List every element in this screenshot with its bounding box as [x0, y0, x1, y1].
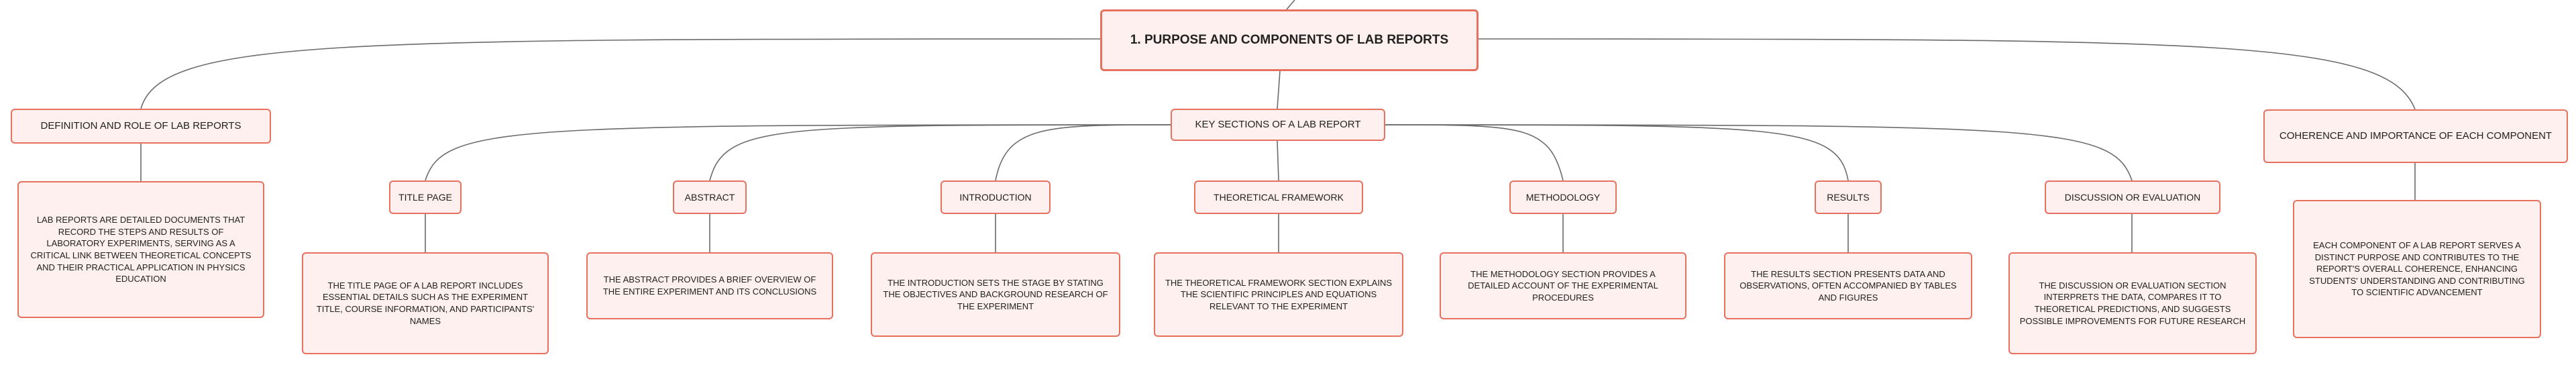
title-page-description-text: THE TITLE PAGE OF A LAB REPORT INCLUDES … — [316, 280, 535, 326]
discussion-evaluation-description-text: THE DISCUSSION OR EVALUATION SECTION INT… — [2019, 280, 2246, 326]
subtopic-abstract-label: ABSTRACT — [684, 191, 735, 203]
connector-incoming — [1286, 0, 1295, 10]
topic-definition-label: DEFINITION AND ROLE OF LAB REPORTS — [40, 119, 241, 132]
subtopic-introduction[interactable]: INTRODUCTION — [941, 180, 1051, 214]
subtopic-title-page[interactable]: TITLE PAGE — [389, 180, 462, 214]
connector-root-coherence — [1478, 38, 2416, 110]
subtopic-results-label: RESULTS — [1827, 191, 1870, 203]
methodology-description-text: THE METHODOLOGY SECTION PROVIDES A DETAI… — [1468, 268, 1658, 303]
title-page-description[interactable]: THE TITLE PAGE OF A LAB REPORT INCLUDES … — [302, 252, 549, 354]
coherence-description[interactable]: EACH COMPONENT OF A LAB REPORT SERVES A … — [2293, 200, 2541, 338]
topic-coherence[interactable]: COHERENCE AND IMPORTANCE OF EACH COMPONE… — [2263, 109, 2568, 163]
connector-key-methodology — [1385, 124, 1564, 181]
subtopic-abstract[interactable]: ABSTRACT — [673, 180, 747, 214]
topic-key-sections[interactable]: KEY SECTIONS OF A LAB REPORT — [1171, 109, 1385, 141]
abstract-description-text: THE ABSTRACT PROVIDES A BRIEF OVERVIEW O… — [602, 274, 817, 297]
root-topic[interactable]: 1. PURPOSE AND COMPONENTS OF LAB REPORTS — [1100, 9, 1479, 71]
abstract-description[interactable]: THE ABSTRACT PROVIDES A BRIEF OVERVIEW O… — [586, 252, 833, 319]
connector-key-title-page — [425, 124, 1171, 181]
connector-root-key-sections — [1277, 70, 1281, 109]
connector-key-theoretical — [1277, 140, 1279, 181]
connector-key-abstract — [709, 124, 1171, 181]
subtopic-discussion-evaluation-label: DISCUSSION OR EVALUATION — [2064, 191, 2201, 203]
results-description-text: THE RESULTS SECTION PRESENTS DATA AND OB… — [1739, 268, 1957, 303]
topic-key-sections-label: KEY SECTIONS OF A LAB REPORT — [1195, 118, 1361, 130]
introduction-description[interactable]: THE INTRODUCTION SETS THE STAGE BY STATI… — [871, 252, 1120, 337]
subtopic-discussion-evaluation[interactable]: DISCUSSION OR EVALUATION — [2045, 180, 2220, 214]
definition-description-text: LAB REPORTS ARE DETAILED DOCUMENTS THAT … — [30, 215, 252, 284]
root-topic-label: 1. PURPOSE AND COMPONENTS OF LAB REPORTS — [1130, 33, 1449, 48]
coherence-description-text: EACH COMPONENT OF A LAB REPORT SERVES A … — [2309, 240, 2525, 298]
introduction-description-text: THE INTRODUCTION SETS THE STAGE BY STATI… — [883, 277, 1108, 311]
subtopic-results[interactable]: RESULTS — [1815, 180, 1882, 214]
connector-key-results — [1385, 124, 1849, 181]
theoretical-framework-description-text: THE THEORETICAL FRAMEWORK SECTION EXPLAI… — [1165, 277, 1393, 311]
connector-root-definition — [140, 38, 1101, 109]
subtopic-theoretical-framework[interactable]: THEORETICAL FRAMEWORK — [1194, 180, 1363, 214]
subtopic-theoretical-framework-label: THEORETICAL FRAMEWORK — [1214, 191, 1344, 203]
results-description[interactable]: THE RESULTS SECTION PRESENTS DATA AND OB… — [1724, 252, 1972, 319]
topic-coherence-label: COHERENCE AND IMPORTANCE OF EACH COMPONE… — [2279, 129, 2553, 142]
connector-key-introduction — [995, 124, 1171, 181]
definition-description[interactable]: LAB REPORTS ARE DETAILED DOCUMENTS THAT … — [17, 181, 264, 318]
discussion-evaluation-description[interactable]: THE DISCUSSION OR EVALUATION SECTION INT… — [2008, 252, 2257, 354]
methodology-description[interactable]: THE METHODOLOGY SECTION PROVIDES A DETAI… — [1440, 252, 1686, 319]
subtopic-title-page-label: TITLE PAGE — [398, 191, 452, 203]
subtopic-methodology-label: METHODOLOGY — [1525, 191, 1601, 203]
topic-definition[interactable]: DEFINITION AND ROLE OF LAB REPORTS — [11, 109, 271, 144]
subtopic-methodology[interactable]: METHODOLOGY — [1509, 180, 1617, 214]
theoretical-framework-description[interactable]: THE THEORETICAL FRAMEWORK SECTION EXPLAI… — [1154, 252, 1403, 337]
subtopic-introduction-label: INTRODUCTION — [959, 191, 1032, 203]
connector-key-discussion — [1385, 124, 2133, 181]
